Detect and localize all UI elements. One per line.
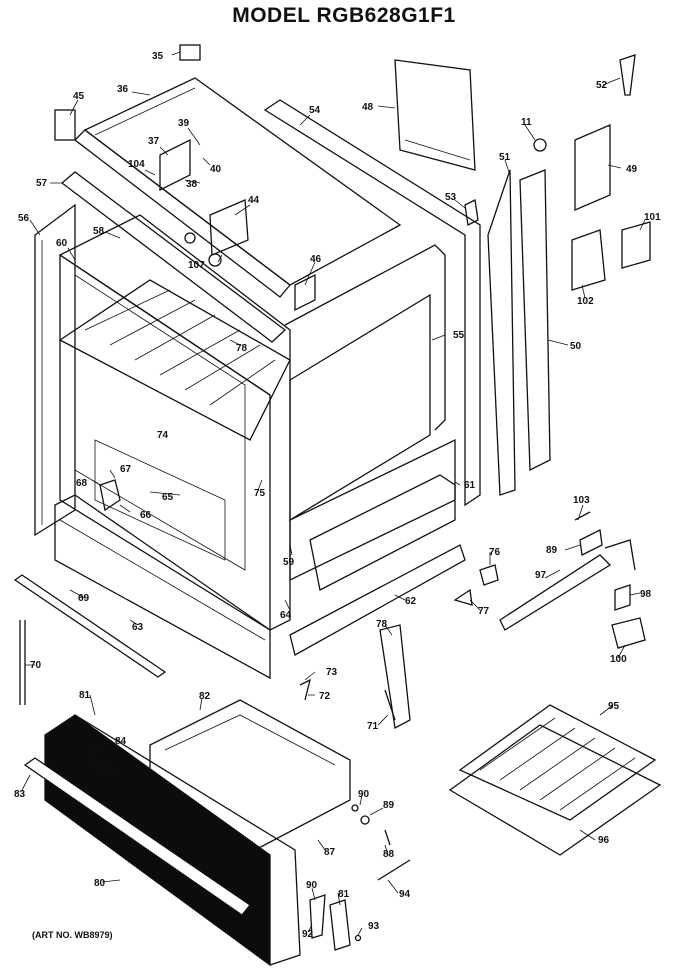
label-104: 104 <box>128 159 145 170</box>
left-side-panel <box>34 203 76 537</box>
broiler-rail <box>13 574 167 705</box>
label-103: 103 <box>573 495 590 506</box>
label-35: 35 <box>152 51 164 62</box>
lower-back-panel <box>289 438 456 582</box>
label-55: 55 <box>453 330 465 341</box>
label-100: 100 <box>610 654 627 665</box>
label-59: 59 <box>283 557 295 568</box>
label-95: 95 <box>608 701 620 712</box>
label-52: 52 <box>596 80 608 91</box>
label-68: 68 <box>76 478 88 489</box>
brackets <box>571 124 651 291</box>
label-64: 64 <box>280 610 292 621</box>
label-94: 94 <box>399 889 411 900</box>
label-62: 62 <box>405 596 417 607</box>
label-44: 44 <box>248 195 260 206</box>
label-93: 93 <box>368 921 380 932</box>
label-57: 57 <box>36 178 48 189</box>
label-97: 97 <box>535 570 547 581</box>
broiler-burner <box>499 539 636 631</box>
label-76: 76 <box>489 547 501 558</box>
label-50: 50 <box>570 341 582 352</box>
label-107: 107 <box>188 260 205 271</box>
label-77: 77 <box>478 606 490 617</box>
label-88: 88 <box>383 849 395 860</box>
label-63: 63 <box>132 622 144 633</box>
label-70: 70 <box>30 660 42 671</box>
label-78-bottom: 78 <box>376 619 388 630</box>
label-66-oven: 66 <box>140 510 152 521</box>
label-89-drawer: 89 <box>383 800 395 811</box>
label-84: 84 <box>115 736 127 747</box>
cooktop-frame <box>60 171 287 343</box>
oven-door-glass <box>394 59 476 171</box>
label-81-bracket: 81 <box>338 889 350 900</box>
label-101: 101 <box>644 212 661 223</box>
label-61: 61 <box>464 480 476 491</box>
label-87: 87 <box>324 847 336 858</box>
label-102: 102 <box>577 296 594 307</box>
label-80: 80 <box>94 878 106 889</box>
bottom-front-rail <box>54 494 271 680</box>
label-56: 56 <box>18 213 30 224</box>
bottom-rear-rail <box>289 544 466 656</box>
part-number-labels: 35 36 45 39 37 40 104 38 57 44 56 58 60 … <box>14 51 661 940</box>
label-98: 98 <box>640 589 652 600</box>
label-11: 11 <box>521 117 532 128</box>
label-90-top: 90 <box>358 789 370 800</box>
label-85: 85 <box>96 766 108 777</box>
right-side-panel <box>263 99 481 507</box>
label-83: 83 <box>14 789 26 800</box>
label-96: 96 <box>598 835 610 846</box>
label-89-burner: 89 <box>546 545 558 556</box>
label-49: 49 <box>626 164 638 175</box>
label-58: 58 <box>93 226 105 237</box>
label-37: 37 <box>148 136 160 147</box>
label-38: 38 <box>186 179 198 190</box>
back-panel <box>284 244 446 522</box>
label-53: 53 <box>445 192 457 203</box>
right-side-trim <box>487 169 551 496</box>
label-40: 40 <box>210 164 222 175</box>
label-71: 71 <box>367 721 379 732</box>
label-90-bottom: 90 <box>306 880 318 891</box>
label-82: 82 <box>199 691 211 702</box>
broiler-pan <box>448 704 662 856</box>
label-60: 60 <box>56 238 68 249</box>
art-number: (ART NO. WB8979) <box>32 930 113 940</box>
label-39: 39 <box>178 118 190 129</box>
label-73: 73 <box>326 667 338 678</box>
label-67: 67 <box>120 464 132 475</box>
label-46: 46 <box>310 254 322 265</box>
label-45: 45 <box>73 91 85 102</box>
oven-body <box>58 214 291 632</box>
label-78-top: 78 <box>236 343 248 354</box>
small-parts <box>54 44 646 951</box>
label-36: 36 <box>117 84 129 95</box>
leader-lines <box>21 51 646 936</box>
label-81-drawer: 81 <box>79 690 91 701</box>
label-72: 72 <box>319 691 331 702</box>
label-92: 92 <box>302 929 314 940</box>
diagram-title: MODEL RGB628G1F1 <box>232 4 456 27</box>
manifold-panel <box>309 474 456 591</box>
label-65: 65 <box>162 492 174 503</box>
oven-top-panel <box>74 77 402 298</box>
label-51: 51 <box>499 152 511 163</box>
label-75: 75 <box>254 488 266 499</box>
label-74: 74 <box>157 430 169 441</box>
label-48: 48 <box>362 102 374 113</box>
label-69: 69 <box>78 593 90 604</box>
label-54: 54 <box>309 105 321 116</box>
label-86: 86 <box>89 744 101 755</box>
drawer-front <box>23 714 301 967</box>
